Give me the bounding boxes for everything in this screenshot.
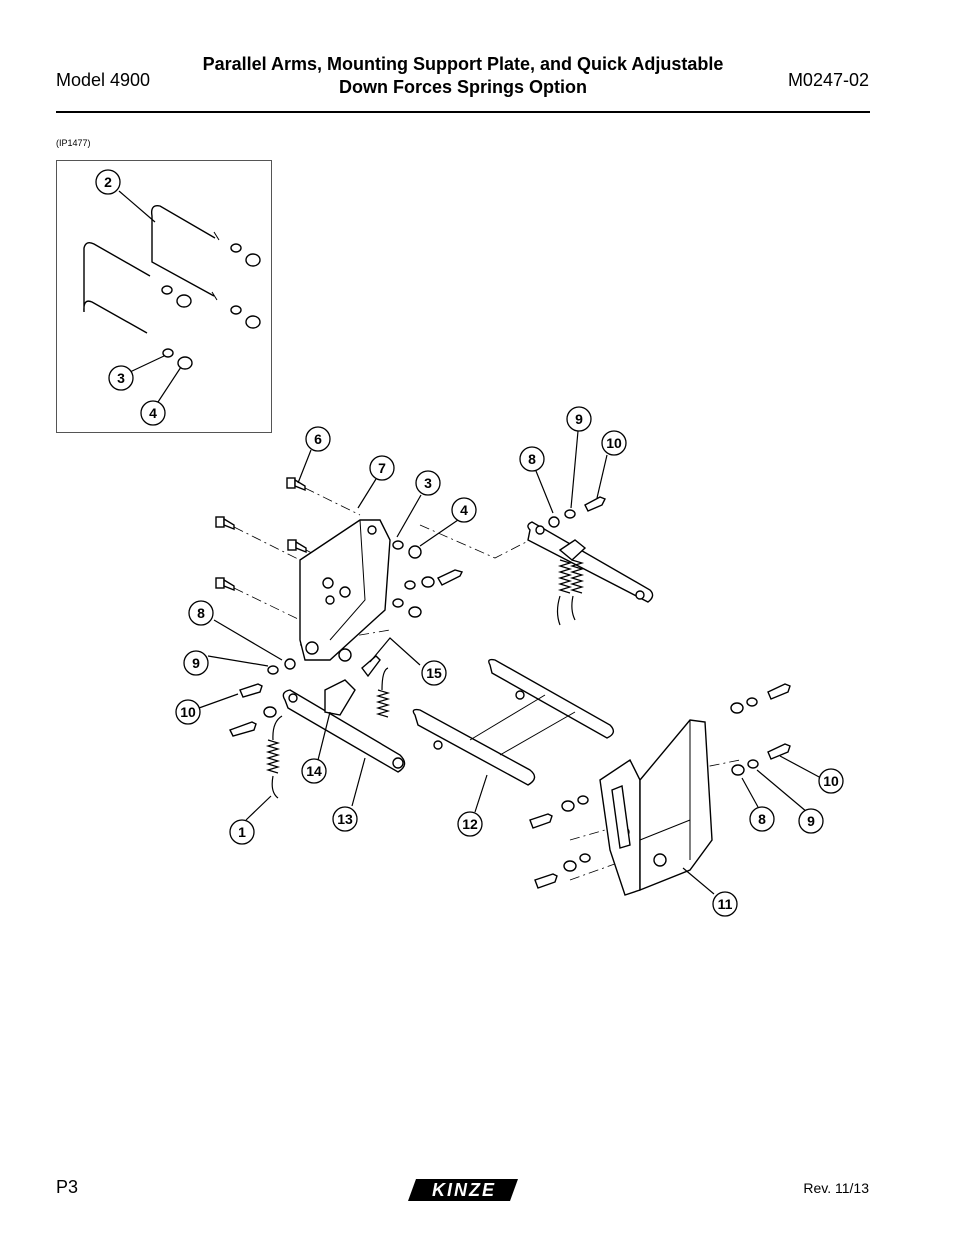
callout-10-left-label: 10 [180,704,196,720]
callout-9-left-label: 9 [192,655,200,671]
callout-4-label: 4 [460,502,468,518]
lower-parallel-arm [282,679,406,773]
model-label: Model 4900 [56,70,151,90]
callout-4-inset: 4 [140,400,166,426]
figure-id: (IP1477) [56,138,91,148]
callout-9-left: 9 [183,650,209,676]
page-title: Parallel Arms, Mounting Support Plate, a… [180,53,746,99]
callout-leaders [118,190,822,895]
callout-3-inset-label: 3 [117,370,125,386]
upper-arm-hardware [548,496,606,528]
mounting-support-plate [299,519,391,661]
plate-hardware [229,540,464,737]
callout-9-upper-label: 9 [575,411,583,427]
callout-10-left: 10 [175,699,201,725]
kinze-logo-text: KINZE [432,1180,496,1200]
callout-3: 3 [415,470,441,496]
callout-7-label: 7 [378,460,386,476]
callout-2-label: 2 [104,174,112,190]
callout-2: 2 [95,169,121,195]
carriage-bolts [215,477,307,592]
inset-washers-and-nuts [161,243,261,370]
revision-date: Rev. 11/13 [803,1180,869,1196]
callout-6: 6 [305,426,331,452]
callout-9-right: 9 [798,808,824,834]
u-bolt-inset-frame [56,160,272,433]
callout-8-right-label: 8 [758,811,766,827]
header-rule [56,111,870,113]
document-number: M0247-02 [787,70,869,90]
adjustable-spring [375,667,391,718]
mounting-bracket [599,719,713,896]
bracket-hardware [529,683,791,889]
page-title-line-2: Down Forces Springs Option [338,77,587,97]
callout-7: 7 [369,455,395,481]
kinze-logo: KINZE [408,1179,518,1201]
parallel-arm-weldment [412,658,615,786]
callout-15-label: 15 [426,665,442,681]
callout-1: 1 [229,819,255,845]
callout-4-inset-label: 4 [149,405,157,421]
callout-12-label: 12 [462,816,478,832]
callout-13-label: 13 [337,811,353,827]
upper-parallel-arm [527,521,654,603]
callout-10-right-label: 10 [823,773,839,789]
callout-14-label: 14 [306,763,322,779]
callout-9-right-label: 9 [807,813,815,829]
callout-8-left: 8 [188,600,214,626]
callout-4: 4 [451,497,477,523]
u-bolt-lower [83,241,151,334]
page-title-line-1: Parallel Arms, Mounting Support Plate, a… [202,54,724,74]
callout-13: 13 [332,806,358,832]
callout-3-inset: 3 [108,365,134,391]
callout-3-label: 3 [424,475,432,491]
callout-15: 15 [421,660,447,686]
upper-springs [556,559,585,626]
u-bolt-upper [150,205,220,301]
adjuster-handle [361,655,381,678]
callout-12: 12 [457,811,483,837]
callout-10-upper-label: 10 [606,435,622,451]
callout-10-upper: 10 [601,430,627,456]
callout-8-right: 8 [749,806,775,832]
callout-8-upper: 8 [519,446,545,472]
down-force-spring [265,715,283,799]
callout-11: 11 [712,891,738,917]
callout-8-left-label: 8 [197,605,205,621]
callout-14: 14 [301,758,327,784]
callout-8-upper-label: 8 [528,451,536,467]
callout-9-upper: 9 [566,406,592,432]
page-number: P3 [56,1177,79,1197]
callout-6-label: 6 [314,431,322,447]
callout-11-label: 11 [718,896,733,912]
callout-10-right: 10 [818,768,844,794]
callout-1-label: 1 [238,824,246,840]
